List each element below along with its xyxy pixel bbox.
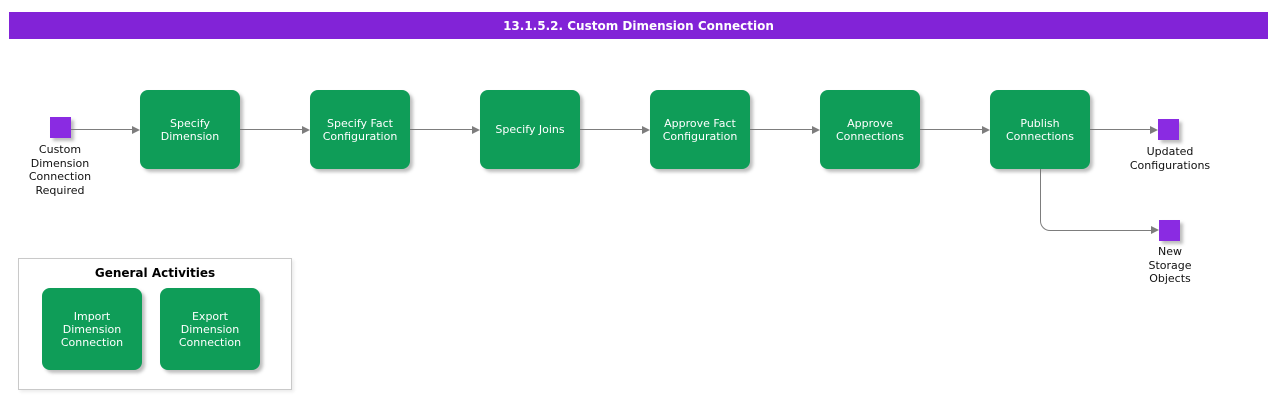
start-event-marker bbox=[50, 117, 71, 138]
elbow-connector bbox=[1040, 169, 1151, 231]
end-event-label-new-storage-objects: New Storage Objects bbox=[1148, 245, 1192, 285]
connector-arrow bbox=[240, 125, 310, 134]
task-label: Approve Connections bbox=[836, 116, 904, 143]
task-label: Specify Dimension bbox=[160, 116, 220, 143]
diagram-title-bar: 13.1.5.2. Custom Dimension Connection bbox=[9, 12, 1268, 39]
task-label: Import Dimension Connection bbox=[60, 309, 124, 349]
connector-arrow bbox=[580, 125, 650, 134]
start-event-label: Custom Dimension Connection Required bbox=[28, 143, 92, 197]
task-export-dimension-connection[interactable]: Export Dimension Connection bbox=[160, 288, 260, 370]
arrow-head bbox=[1151, 226, 1159, 234]
connector-arrow bbox=[1090, 125, 1158, 134]
task-import-dimension-connection[interactable]: Import Dimension Connection bbox=[42, 288, 142, 370]
task-label: Approve Fact Configuration bbox=[662, 116, 738, 143]
task-approve-fact-configuration[interactable]: Approve Fact Configuration bbox=[650, 90, 750, 169]
end-event-marker-new-storage-objects bbox=[1159, 220, 1180, 241]
connector-arrow bbox=[410, 125, 480, 134]
end-event-marker-updated-configurations bbox=[1158, 119, 1179, 140]
task-specify-dimension[interactable]: Specify Dimension bbox=[140, 90, 240, 169]
connector-arrow bbox=[750, 125, 820, 134]
connector-arrow bbox=[71, 125, 140, 134]
task-publish-connections[interactable]: Publish Connections bbox=[990, 90, 1090, 169]
task-label: Publish Connections bbox=[1006, 116, 1074, 143]
task-specify-joins[interactable]: Specify Joins bbox=[480, 90, 580, 169]
end-event-label-updated-configurations: Updated Configurations bbox=[1129, 145, 1211, 172]
task-specify-fact-configuration[interactable]: Specify Fact Configuration bbox=[310, 90, 410, 169]
task-label: Export Dimension Connection bbox=[178, 309, 242, 349]
general-activities-title: General Activities bbox=[94, 266, 216, 280]
task-approve-connections[interactable]: Approve Connections bbox=[820, 90, 920, 169]
task-label: Specify Fact Configuration bbox=[322, 116, 398, 143]
task-label: Specify Joins bbox=[495, 123, 565, 136]
connector-arrow bbox=[920, 125, 990, 134]
page-title: 13.1.5.2. Custom Dimension Connection bbox=[503, 18, 774, 33]
